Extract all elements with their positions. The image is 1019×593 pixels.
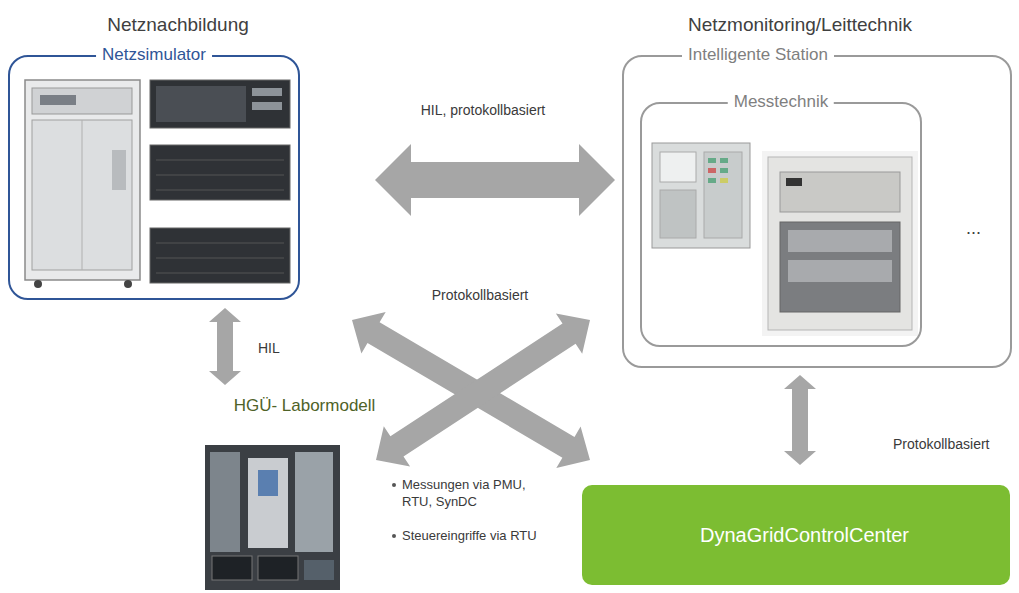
lab-photo xyxy=(205,445,340,590)
bullet-dot xyxy=(392,534,396,538)
simulator-frame: Netzsimulator xyxy=(8,55,300,300)
node-title: DynaGridControlCenter xyxy=(700,523,909,547)
edge-label: HIL xyxy=(255,340,283,357)
block-arrow xyxy=(352,312,590,468)
bullet-text: Steuereingriffe via RTU xyxy=(402,527,537,544)
edge-label: Protokollbasiert xyxy=(890,436,993,453)
node-title: Intelligente Station xyxy=(682,45,834,65)
control-center-box: DynaGridControlCenter xyxy=(582,485,1010,585)
relay-photo xyxy=(652,143,750,248)
column-heading: Netzmonitoring/Leittechnik xyxy=(685,16,915,33)
node-title: Messtechnik xyxy=(728,92,834,112)
measurement-frame: Messtechnik xyxy=(640,102,922,347)
cabinet-photo xyxy=(762,151,918,336)
block-arrow xyxy=(784,375,816,465)
edge-label: HIL, protokollbasiert xyxy=(418,102,549,119)
bullet-dot xyxy=(392,483,396,487)
ellipsis: ... xyxy=(966,220,981,237)
station-frame: Intelligente StationMesstechnik xyxy=(622,55,1012,368)
column-heading: Netznachbildung xyxy=(104,16,252,33)
block-arrow xyxy=(209,308,241,385)
bullet-text: Messungen via PMU, RTU, SynDC xyxy=(402,476,552,510)
block-arrow xyxy=(375,144,615,216)
node-title: HGÜ- Labormodell xyxy=(205,396,404,416)
node-title: Netzsimulator xyxy=(96,45,212,65)
connection-note: Protokollbasiert xyxy=(429,287,532,304)
simulator-photo xyxy=(25,80,290,288)
block-arrow xyxy=(376,314,590,467)
lab-model: HGÜ- Labormodell xyxy=(205,392,404,590)
